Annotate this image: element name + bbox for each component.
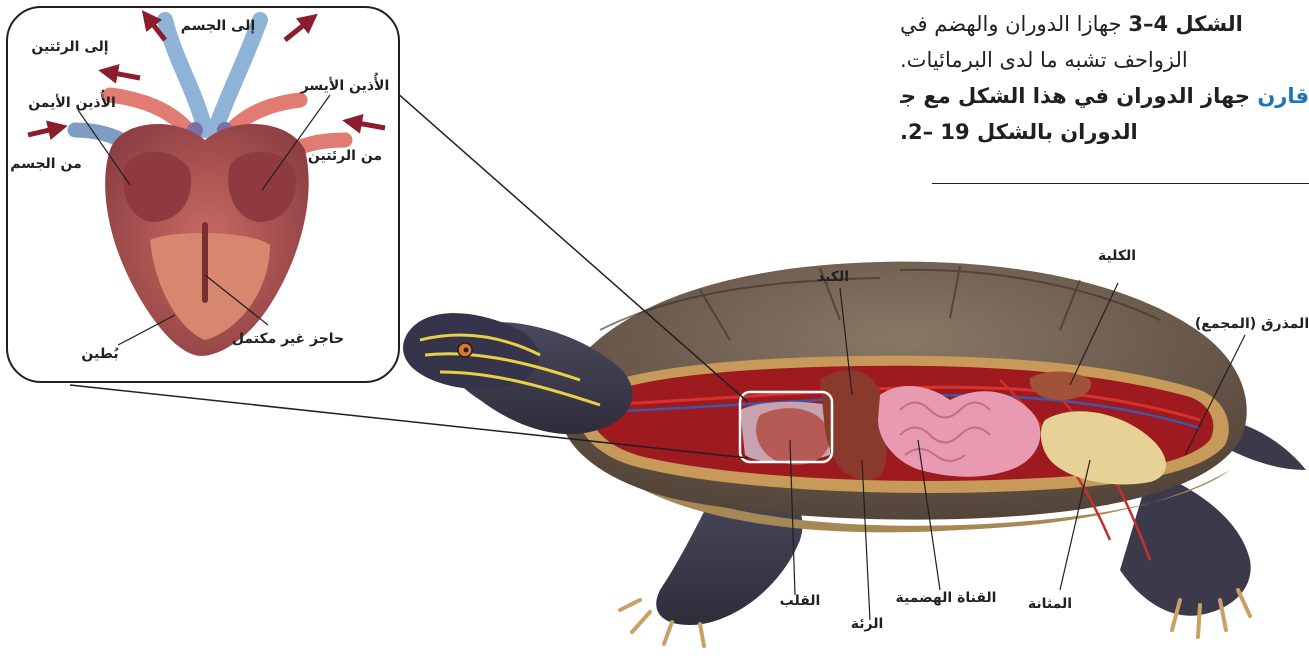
label-liver: الكبد	[817, 269, 849, 285]
turtle-pupil	[464, 348, 469, 353]
label-ventricle: بُطين	[81, 346, 118, 362]
label-heart: القلب	[780, 593, 821, 609]
heart-inset: إلى الجسم إلى الرئتين الأُذين الأيسر الأ…	[7, 7, 399, 382]
label-bladder: المثانة	[1028, 596, 1072, 612]
label-from-lungs: من الرئتين	[308, 148, 382, 164]
label-digestive-tract: القناة الهضمية	[896, 590, 997, 606]
label-to-body: إلى الجسم	[181, 18, 255, 34]
label-from-body: من الجسم	[10, 156, 82, 172]
label-to-lungs: إلى الرئتين	[31, 39, 108, 55]
label-lung: الرئة	[851, 616, 884, 632]
turtle-illustration	[403, 262, 1306, 646]
label-kidney: الكلية	[1098, 248, 1136, 264]
label-cloaca: المذرق (المجمع)	[1195, 316, 1309, 332]
label-incomplete-septum: حاجز غير مكتمل	[232, 331, 344, 347]
